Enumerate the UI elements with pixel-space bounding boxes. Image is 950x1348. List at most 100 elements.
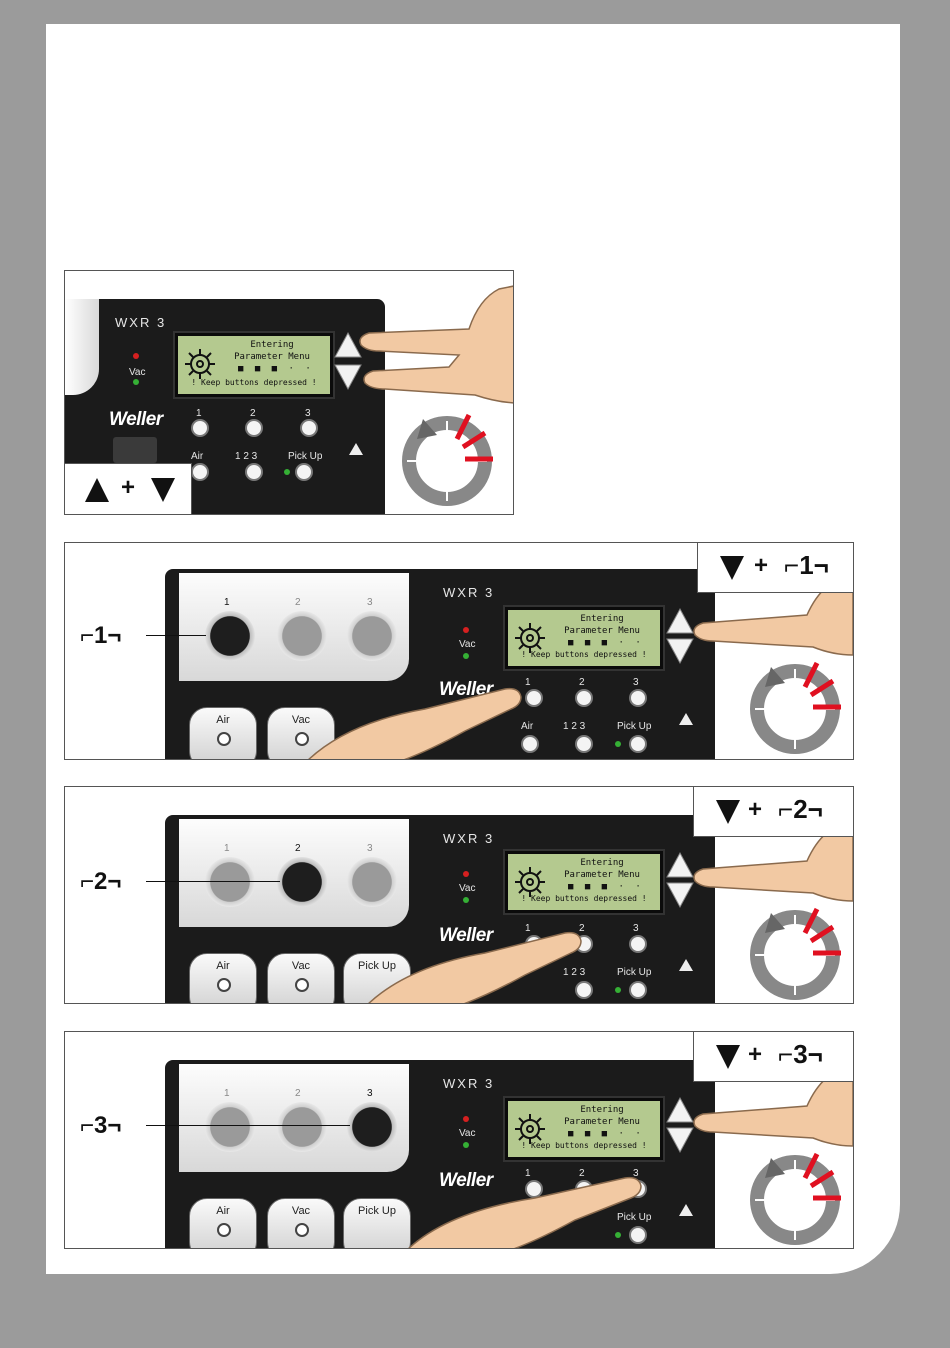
pickup-button[interactable] (629, 1226, 647, 1244)
key-combo-tag: + ⌐2¬ (693, 787, 853, 837)
up-triangle-icon[interactable] (666, 851, 694, 879)
lcd-progress-dots: ■ ■ ■ · · (238, 364, 314, 374)
pickup-label: Pick Up (288, 451, 323, 462)
socket-3-label: 3 (367, 1088, 373, 1099)
lcd-progress-dots: ■ ■ ■ · · (568, 1129, 644, 1139)
gear-icon (515, 1114, 545, 1144)
pressing-hand-icon (408, 1176, 642, 1248)
combined-channel-label: 1 2 3 (235, 451, 258, 462)
vac-label: Vac (459, 639, 476, 650)
esd-warning-icon (679, 1204, 693, 1216)
down-triangle-icon (151, 478, 175, 502)
air-button[interactable] (521, 735, 539, 753)
pickup-green-led (615, 987, 621, 993)
channel-2-button[interactable] (575, 689, 593, 707)
up-triangle-icon[interactable] (334, 331, 362, 359)
socket-2-connector (277, 857, 327, 907)
lcd-line-1: Entering (580, 1105, 624, 1115)
plus-sign: + (748, 796, 763, 823)
socket-1-label: 1 (224, 843, 230, 854)
socket-1-connector (205, 1102, 255, 1152)
figure-step-1: WXR 3 Vac Weller Entering Parameter Menu… (64, 270, 514, 515)
socket-3-connector (347, 611, 397, 661)
socket-1-callout: ⌐1¬ (80, 622, 122, 649)
model-name: WXR 3 (115, 315, 167, 330)
channel-1-button[interactable] (525, 689, 543, 707)
vac-socket-label: Vac (291, 960, 311, 972)
socket-2-connector (277, 611, 327, 661)
key-combo-tag: + (65, 463, 192, 514)
channel-2-button[interactable] (245, 419, 263, 437)
vac-red-led (463, 627, 469, 633)
socket-2-label: 2 (295, 597, 301, 608)
pressing-hand-icon (308, 687, 522, 759)
channel-bracket-tag: ⌐2¬ (778, 794, 823, 824)
down-triangle-icon[interactable] (666, 1126, 694, 1154)
vac-green-led (463, 653, 469, 659)
channel-3-button[interactable] (629, 689, 647, 707)
figure-step-2: 1 2 3 Air Vac WXR 3 Vac Weller Entering … (64, 542, 854, 760)
channel-bracket-tag: ⌐1¬ (784, 550, 829, 580)
channel-3-button[interactable] (300, 419, 318, 437)
vac-socket: Vac (267, 1198, 335, 1248)
combined-channel-button[interactable] (575, 735, 593, 753)
socket-3-leader-line (146, 1125, 350, 1126)
plus-sign: + (754, 552, 769, 579)
air-socket: Air (189, 707, 257, 759)
esd-warning-icon (679, 713, 693, 725)
combined-channel-button[interactable] (575, 981, 593, 999)
lcd-line-1: Entering (250, 340, 294, 350)
brand-logo: Weller (439, 925, 493, 946)
channel-3-label: 3 (633, 1168, 639, 1179)
finger-hand-icon (693, 820, 853, 902)
lcd-line-1: Entering (580, 614, 624, 624)
socket-1-connector (205, 611, 255, 661)
socket-3-connector (347, 1102, 397, 1152)
pickup-button[interactable] (295, 463, 313, 481)
panel-light-edge (65, 299, 99, 395)
down-triangle-icon (716, 1045, 740, 1069)
vac-red-led (463, 1116, 469, 1122)
air-socket-label: Air (216, 714, 230, 726)
timer-dial-icon (402, 413, 493, 506)
up-triangle-icon[interactable] (666, 607, 694, 635)
brand-logo: Weller (439, 1170, 493, 1191)
gear-icon (515, 867, 545, 897)
air-button[interactable] (191, 463, 209, 481)
down-triangle-icon (720, 556, 744, 580)
channel-1-button[interactable] (191, 419, 209, 437)
pickup-label: Pick Up (617, 967, 652, 978)
socket-2-leader-line (146, 881, 280, 882)
vac-socket-label: Vac (291, 714, 311, 726)
model-name: WXR 3 (443, 585, 495, 600)
channel-3-button[interactable] (629, 935, 647, 953)
combined-channel-button[interactable] (245, 463, 263, 481)
channel-bracket-tag: ⌐3¬ (778, 1039, 823, 1069)
channel-1-button[interactable] (525, 1180, 543, 1198)
gear-icon (515, 623, 545, 653)
up-triangle-icon[interactable] (666, 1096, 694, 1124)
socket-3-label: 3 (367, 843, 373, 854)
model-name: WXR 3 (443, 1076, 495, 1091)
down-triangle-icon[interactable] (666, 637, 694, 665)
lcd-line-2: Parameter Menu (564, 1117, 640, 1127)
channel-2-label: 2 (579, 1168, 585, 1179)
vac-green-led (463, 897, 469, 903)
pickup-green-led (615, 741, 621, 747)
socket-1-label: 1 (224, 597, 230, 608)
gear-icon (185, 349, 215, 379)
pickup-label: Pick Up (617, 1212, 652, 1223)
finger-hand-icon (693, 1065, 853, 1147)
socket-3-label: 3 (367, 597, 373, 608)
finger-hand-icon (359, 285, 513, 404)
down-triangle-icon[interactable] (334, 363, 362, 391)
esd-warning-icon (349, 443, 363, 455)
pickup-button[interactable] (629, 981, 647, 999)
pickup-button[interactable] (629, 735, 647, 753)
socket-2-label: 2 (295, 1088, 301, 1099)
down-triangle-icon[interactable] (666, 881, 694, 909)
pressing-hand-icon (368, 931, 582, 1003)
brand-logo: Weller (109, 409, 163, 430)
lcd-line-2: Parameter Menu (234, 352, 310, 362)
lcd-line-1: Entering (580, 858, 624, 868)
